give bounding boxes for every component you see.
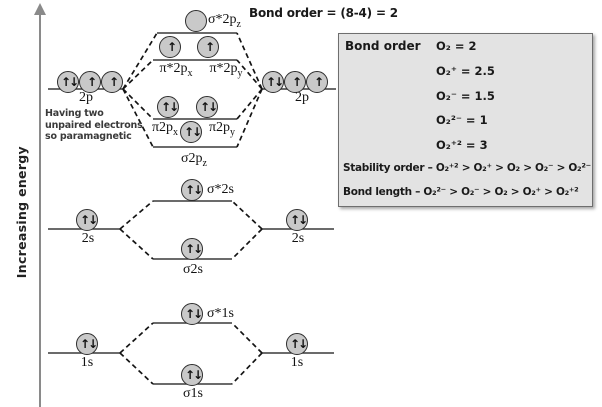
- pi-star-2px-electron: ↑: [159, 36, 181, 58]
- sigma-2pz-label: σ2pz: [181, 151, 207, 169]
- sigma-star-1s-label: σ*1s: [207, 306, 234, 321]
- info-box-title: Bond order: [345, 39, 421, 53]
- sigma-2s-label: σ2s: [183, 262, 203, 277]
- right-2s-electrons: ↑↓: [286, 209, 308, 231]
- paramagnetic-note-line2: unpaired electrons: [45, 119, 143, 131]
- right-2s-label: 2s: [291, 231, 305, 246]
- paired-electrons-icon: ↑↓: [60, 75, 79, 89]
- paired-electrons-icon: ↑↓: [160, 100, 179, 114]
- sigma-star-2pz-orbital-circle: [185, 10, 207, 32]
- paired-electrons-icon: ↑↓: [184, 183, 203, 197]
- paired-electrons-icon: ↑↓: [289, 213, 308, 227]
- sigma-star-1s-electrons: ↑↓: [181, 303, 203, 325]
- left-1s-electrons: ↑↓: [76, 333, 98, 355]
- paired-electrons-icon: ↑↓: [199, 100, 218, 114]
- left-1s-label: 1s: [80, 355, 94, 370]
- bond-order-o2: O₂ = 2: [436, 39, 477, 53]
- left-2s-label: 2s: [81, 231, 95, 246]
- right-2p-label: 2p: [295, 90, 309, 105]
- left-2s-electrons: ↑↓: [76, 209, 98, 231]
- sigma-star-2pz-label: σ*2pz: [208, 12, 241, 30]
- single-electron-icon: ↑: [166, 40, 177, 54]
- 1s-correlation-dashes: [119, 322, 263, 385]
- right-1s-electrons: ↑↓: [286, 333, 308, 355]
- paired-electrons-icon: ↑↓: [184, 307, 203, 321]
- paramagnetic-note-line3: so paramagnetic: [45, 131, 132, 142]
- pi-star-2px-label: π*2px: [159, 61, 193, 79]
- single-electron-icon: ↑: [86, 75, 97, 89]
- paired-electrons-icon: ↑↓: [289, 337, 308, 351]
- bond-order-info-box: Bond order O₂ = 2 O₂⁺ = 2.5 O₂⁻ = 1.5 O₂…: [338, 33, 593, 207]
- paramagnetic-note: Having two unpaired electrons so paramag…: [45, 108, 143, 143]
- left-2p-electron-3: ↑: [101, 71, 123, 93]
- paired-electrons-icon: ↑↓: [265, 75, 284, 89]
- right-2p-electron-1: ↑↓: [262, 71, 284, 93]
- 2p-correlation-dashes: [122, 32, 263, 148]
- pi-star-2py-electron: ↑: [197, 36, 219, 58]
- right-2p-electron-3: ↑: [306, 71, 328, 93]
- single-electron-icon: ↑: [291, 75, 302, 89]
- pi-2py-electrons: ↑↓: [196, 96, 218, 118]
- sigma-2s-electrons: ↑↓: [181, 238, 203, 260]
- left-2p-label: 2p: [79, 90, 93, 105]
- pi-star-2py-label: π*2py: [209, 61, 243, 79]
- paired-electrons-icon: ↑↓: [79, 337, 98, 351]
- sigma-star-2s-electrons: ↑↓: [181, 179, 203, 201]
- sigma-1s-label: σ1s: [183, 386, 203, 401]
- paired-electrons-icon: ↑↓: [184, 242, 203, 256]
- energy-axis-arrowhead-icon: [34, 3, 46, 15]
- single-electron-icon: ↑: [204, 40, 215, 54]
- increasing-energy-label: Increasing energy: [14, 146, 29, 279]
- sigma-star-2s-label: σ*2s: [207, 182, 234, 197]
- stability-order-line: Stability order – O₂⁺² > O₂⁺ > O₂ > O₂⁻ …: [343, 162, 591, 174]
- bond-order-o2-2plus: O₂⁺² = 3: [436, 138, 488, 152]
- bond-length-order-line: Bond length – O₂²⁻ > O₂⁻ > O₂ > O₂⁺ > O₂…: [343, 186, 579, 198]
- paired-electrons-icon: ↑↓: [183, 125, 202, 139]
- sigma-2pz-electrons: ↑↓: [180, 121, 202, 143]
- left-2p-electron-1: ↑↓: [57, 71, 79, 93]
- left-2p-electron-2: ↑: [79, 71, 101, 93]
- single-electron-icon: ↑: [108, 75, 119, 89]
- bond-order-o2-minus: O₂⁻ = 1.5: [436, 89, 495, 103]
- bond-order-formula: Bond order = (8-4) = 2: [249, 6, 398, 20]
- right-1s-label: 1s: [290, 355, 304, 370]
- 2s-correlation-dashes: [119, 200, 263, 260]
- sigma-1s-electrons: ↑↓: [181, 364, 203, 386]
- paired-electrons-icon: ↑↓: [79, 213, 98, 227]
- paramagnetic-note-line1: Having two: [45, 108, 104, 119]
- bond-order-o2-plus: O₂⁺ = 2.5: [436, 64, 495, 78]
- bond-order-o2-2minus: O₂²⁻ = 1: [436, 113, 488, 127]
- pi-2px-electrons: ↑↓: [157, 96, 179, 118]
- paired-electrons-icon: ↑↓: [184, 368, 203, 382]
- right-2p-electron-2: ↑: [284, 71, 306, 93]
- single-electron-icon: ↑: [313, 75, 324, 89]
- pi-2px-label: π2px: [151, 120, 179, 138]
- pi-2py-label: π2py: [208, 120, 236, 138]
